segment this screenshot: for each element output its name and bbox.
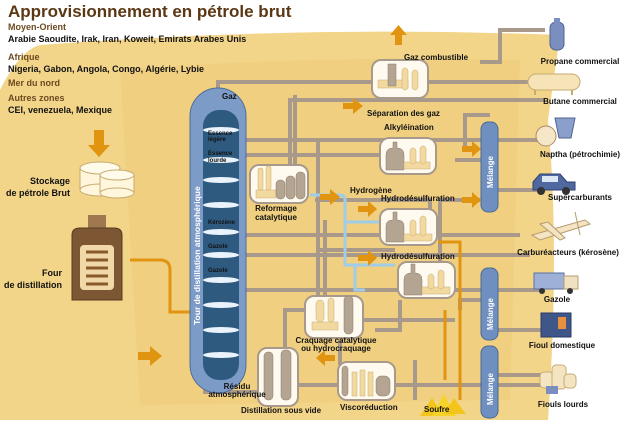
airplane-icon bbox=[530, 211, 592, 241]
furnace bbox=[71, 215, 123, 301]
ball-bucket-icon bbox=[535, 117, 576, 147]
tower-cut-label: Essence bbox=[208, 151, 233, 157]
craquage-label: Craquage catalytique bbox=[296, 336, 377, 345]
unit-hydrodesulfuration-1 bbox=[379, 208, 438, 246]
region-countries: Arabie Saoudite, Irak, Iran, Koweit, Emi… bbox=[8, 34, 246, 44]
truck-icon bbox=[533, 272, 579, 294]
product-label: Naptha (pétrochimie) bbox=[540, 150, 620, 159]
hds2-label: Hydrodésulfuration bbox=[381, 252, 455, 261]
tower-cut-label: légère bbox=[208, 137, 226, 143]
flow-arrows bbox=[88, 25, 481, 366]
industrial-tanks-icon bbox=[539, 364, 577, 394]
product-label: Propane commercial bbox=[541, 57, 620, 66]
gas-bottle-icon bbox=[549, 18, 565, 51]
heater-icon bbox=[540, 312, 572, 338]
gaz-combustible-label: Gaz combustible bbox=[404, 53, 469, 62]
sulfur-piles bbox=[420, 394, 466, 416]
craquage-label: ou hydrocraquage bbox=[301, 344, 371, 353]
crude-storage-tanks bbox=[79, 161, 135, 199]
tower-cut-label: Gazole bbox=[208, 268, 228, 274]
melange-label: Mélange bbox=[486, 155, 495, 188]
separation-label: Séparation des gaz bbox=[367, 109, 440, 118]
melange-blender-1: Mélange bbox=[480, 121, 499, 213]
product-label: Carburéacteurs (kérosène) bbox=[517, 248, 619, 257]
tower-cut-label: Gazole bbox=[208, 244, 228, 250]
melange-label: Mélange bbox=[486, 372, 495, 405]
residu-label: Résidu bbox=[224, 382, 251, 391]
unit-alkylation bbox=[379, 137, 437, 175]
product-label: Supercarburants bbox=[548, 193, 613, 202]
unit-hydrodesulfuration-2 bbox=[397, 261, 456, 299]
product-label: Butane commercial bbox=[543, 97, 617, 106]
melange-blender-2: Mélange bbox=[480, 267, 499, 341]
region-name: Mer du nord bbox=[8, 78, 60, 88]
product-label: Fiouls lourds bbox=[538, 400, 589, 409]
unit-reformage bbox=[249, 164, 309, 204]
furnace-label: de distillation bbox=[4, 280, 62, 290]
melange-blender-3: Mélange bbox=[480, 345, 499, 419]
product-label: Fioul domestique bbox=[529, 341, 596, 350]
unit-viscoreduction bbox=[337, 361, 396, 401]
region-countries: CEI, venezuela, Mexique bbox=[8, 105, 112, 115]
furnace-label: Four bbox=[42, 268, 62, 278]
tower-cut-label: lourde bbox=[208, 158, 227, 164]
tower-cut-label: Essence bbox=[208, 131, 233, 137]
region-countries: Nigeria, Gabon, Angola, Congo, Algérie, … bbox=[8, 64, 204, 74]
product-label: Gazole bbox=[544, 295, 571, 304]
region-name: Afrique bbox=[8, 52, 40, 62]
unit-craquage bbox=[304, 295, 364, 339]
unit-distillation-sous-vide bbox=[257, 347, 299, 407]
gaz-label: Gaz bbox=[222, 92, 237, 101]
region-name: Autres zones bbox=[8, 93, 65, 103]
reformage-label: catalytique bbox=[255, 213, 297, 222]
storage-label: de pétrole Brut bbox=[6, 188, 70, 198]
car-icon bbox=[532, 173, 576, 195]
storage-label: Stockage bbox=[30, 176, 70, 186]
hydrogene-label: Hydrogène bbox=[350, 186, 392, 195]
viscoreduction-label: Viscoréduction bbox=[340, 403, 398, 412]
residu-label: atmosphérique bbox=[208, 390, 266, 399]
reformage-label: Reformage bbox=[255, 204, 297, 213]
page-title: Approvisionnement en pétrole brut bbox=[8, 2, 292, 21]
distillation-tower bbox=[189, 87, 247, 394]
unit-separation-gaz bbox=[371, 59, 429, 99]
tank-icon bbox=[527, 73, 581, 95]
alkylation-label: Alkyléination bbox=[384, 123, 434, 132]
soufre-label: Soufre bbox=[424, 405, 450, 414]
tower-label: Tour de distillation atmosphérique bbox=[192, 186, 202, 325]
melange-label: Mélange bbox=[486, 297, 495, 330]
distillation-sous-vide-label: Distillation sous vide bbox=[241, 406, 322, 415]
hds1-label: Hydrodésulfuration bbox=[381, 194, 455, 203]
region-name: Moyen-Orient bbox=[8, 22, 66, 32]
tower-cut-label: Kérozène bbox=[208, 220, 236, 226]
